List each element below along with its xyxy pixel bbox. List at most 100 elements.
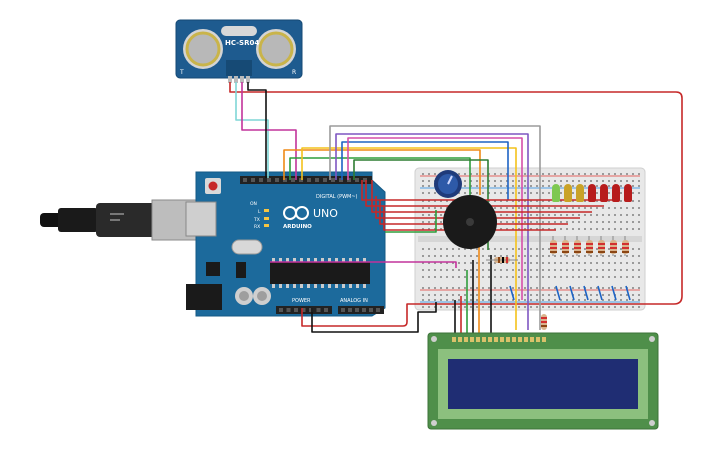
rail-hole[interactable]	[524, 185, 526, 187]
rail-hole[interactable]	[518, 299, 520, 301]
breadboard-hole[interactable]	[608, 200, 610, 202]
rail-hole[interactable]	[560, 180, 562, 182]
rail-hole[interactable]	[494, 173, 496, 175]
rail-hole[interactable]	[488, 299, 490, 301]
rail-hole[interactable]	[536, 299, 538, 301]
rail-hole[interactable]	[470, 299, 472, 301]
breadboard-hole[interactable]	[614, 255, 616, 257]
breadboard-hole[interactable]	[578, 255, 580, 257]
breadboard-hole[interactable]	[620, 255, 622, 257]
breadboard-hole[interactable]	[638, 200, 640, 202]
rail-hole[interactable]	[476, 294, 478, 296]
rail-hole[interactable]	[488, 306, 490, 308]
rail-hole[interactable]	[482, 299, 484, 301]
rail-hole[interactable]	[476, 185, 478, 187]
rail-hole[interactable]	[524, 287, 526, 289]
breadboard-hole[interactable]	[554, 207, 556, 209]
rail-hole[interactable]	[578, 173, 580, 175]
rail-hole[interactable]	[470, 287, 472, 289]
rail-hole[interactable]	[602, 180, 604, 182]
breadboard-hole[interactable]	[548, 214, 550, 216]
rail-hole[interactable]	[500, 299, 502, 301]
breadboard-hole[interactable]	[602, 221, 604, 223]
rail-hole[interactable]	[434, 299, 436, 301]
breadboard-hole[interactable]	[614, 228, 616, 230]
breadboard-hole[interactable]	[566, 262, 568, 264]
breadboard-hole[interactable]	[560, 228, 562, 230]
rail-hole[interactable]	[440, 306, 442, 308]
breadboard-hole[interactable]	[494, 248, 496, 250]
breadboard-hole[interactable]	[428, 262, 430, 264]
breadboard-hole[interactable]	[596, 262, 598, 264]
rail-hole[interactable]	[542, 306, 544, 308]
breadboard-hole[interactable]	[428, 221, 430, 223]
rail-hole[interactable]	[488, 294, 490, 296]
header-pin[interactable]	[323, 178, 327, 182]
rail-hole[interactable]	[482, 287, 484, 289]
rail-hole[interactable]	[554, 173, 556, 175]
rail-hole[interactable]	[632, 299, 634, 301]
rail-hole[interactable]	[626, 180, 628, 182]
rail-hole[interactable]	[638, 185, 640, 187]
lcd-display[interactable]	[427, 332, 659, 430]
breadboard-hole[interactable]	[542, 200, 544, 202]
rail-hole[interactable]	[566, 294, 568, 296]
rail-hole[interactable]	[506, 173, 508, 175]
breadboard-hole[interactable]	[500, 207, 502, 209]
rail-hole[interactable]	[500, 185, 502, 187]
rail-hole[interactable]	[566, 306, 568, 308]
breadboard-hole[interactable]	[590, 255, 592, 257]
rail-hole[interactable]	[446, 306, 448, 308]
breadboard-hole[interactable]	[584, 228, 586, 230]
arduino-uno-board[interactable]: ARDUINO UNO DIGITAL (PWM~) POWER ANALOG …	[185, 171, 386, 317]
breadboard-hole[interactable]	[470, 276, 472, 278]
rail-hole[interactable]	[548, 192, 550, 194]
breadboard-hole[interactable]	[578, 221, 580, 223]
breadboard-hole[interactable]	[548, 248, 550, 250]
breadboard-hole[interactable]	[566, 214, 568, 216]
header-pin[interactable]	[347, 178, 351, 182]
rail-hole[interactable]	[548, 299, 550, 301]
breadboard-hole[interactable]	[446, 255, 448, 257]
breadboard-hole[interactable]	[536, 248, 538, 250]
breadboard-hole[interactable]	[428, 255, 430, 257]
rail-hole[interactable]	[470, 185, 472, 187]
rail-hole[interactable]	[434, 173, 436, 175]
rail-hole[interactable]	[512, 180, 514, 182]
breadboard-hole[interactable]	[446, 269, 448, 271]
breadboard-hole[interactable]	[560, 200, 562, 202]
breadboard-hole[interactable]	[428, 269, 430, 271]
rail-hole[interactable]	[464, 173, 466, 175]
breadboard-hole[interactable]	[560, 276, 562, 278]
power-pin[interactable]	[301, 308, 306, 312]
header-pin[interactable]	[307, 178, 311, 182]
breadboard-hole[interactable]	[440, 221, 442, 223]
rail-hole[interactable]	[500, 173, 502, 175]
breadboard-hole[interactable]	[560, 262, 562, 264]
breadboard-hole[interactable]	[422, 269, 424, 271]
rail-hole[interactable]	[560, 173, 562, 175]
breadboard-hole[interactable]	[458, 262, 460, 264]
breadboard-hole[interactable]	[506, 276, 508, 278]
breadboard-hole[interactable]	[596, 207, 598, 209]
breadboard-hole[interactable]	[560, 221, 562, 223]
lcd-pin[interactable]	[524, 337, 528, 342]
lcd-pin[interactable]	[476, 337, 480, 342]
rail-hole[interactable]	[458, 299, 460, 301]
breadboard-hole[interactable]	[566, 228, 568, 230]
rail-hole[interactable]	[482, 306, 484, 308]
rail-hole[interactable]	[536, 306, 538, 308]
rail-hole[interactable]	[494, 192, 496, 194]
breadboard-hole[interactable]	[608, 214, 610, 216]
breadboard-hole[interactable]	[614, 269, 616, 271]
rail-hole[interactable]	[590, 180, 592, 182]
breadboard-hole[interactable]	[530, 262, 532, 264]
rail-hole[interactable]	[446, 287, 448, 289]
rail-hole[interactable]	[560, 287, 562, 289]
breadboard-hole[interactable]	[548, 221, 550, 223]
breadboard-hole[interactable]	[572, 269, 574, 271]
breadboard-hole[interactable]	[620, 200, 622, 202]
lcd-pin[interactable]	[464, 337, 468, 342]
power-pin[interactable]	[309, 308, 313, 312]
breadboard-hole[interactable]	[524, 200, 526, 202]
